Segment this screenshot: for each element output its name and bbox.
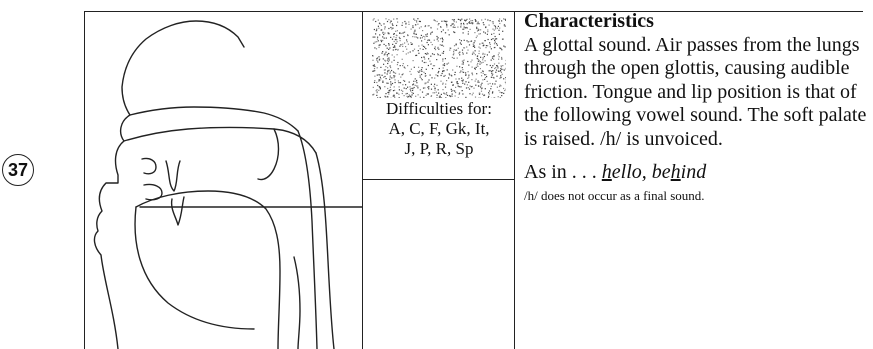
soft-palate — [258, 129, 279, 180]
palate-outline — [124, 128, 316, 154]
jaw-line — [135, 207, 254, 329]
example-words-part-2: ello, be — [612, 161, 671, 183]
final-sound-note: /h/ does not occur as a final sound. — [524, 188, 869, 204]
tongue-outline — [136, 191, 280, 349]
difficulties-languages-1: A, C, F, Gk, It, — [365, 119, 513, 139]
middle-panel: Difficulties for: A, C, F, Gk, It, J, P,… — [363, 11, 515, 349]
diagram-panel — [84, 11, 363, 349]
example-words: hello, behind — [602, 161, 706, 183]
example-underlined-h-1: h — [602, 161, 612, 183]
pharynx-inner — [298, 131, 317, 349]
difficulties-cell: Difficulties for: A, C, F, Gk, It, J, P,… — [363, 11, 514, 180]
upper-teeth — [166, 161, 180, 191]
difficulties-label: Difficulties for: — [365, 99, 513, 119]
pharynx-wall — [316, 153, 334, 349]
characteristics-heading: Characteristics — [524, 10, 869, 34]
entry-number: 37 — [8, 160, 28, 181]
head-outline — [94, 21, 244, 349]
lower-teeth — [172, 197, 184, 225]
example-line: As in . . . hello, behind — [524, 161, 869, 185]
entry-number-badge: 37 — [2, 154, 34, 186]
lower-lip — [144, 184, 162, 199]
vocal-tract-diagram — [84, 11, 363, 349]
example-underlined-h-2: h — [671, 161, 681, 183]
characteristics-description: A glottal sound. Air passes from the lun… — [524, 34, 869, 152]
difficulties-languages-2: J, P, R, Sp — [365, 139, 513, 159]
characteristics-panel: Characteristics A glottal sound. Air pas… — [524, 10, 869, 204]
upper-lip — [142, 158, 156, 173]
spectrogram-image — [372, 18, 506, 98]
example-prefix: As in . . . — [524, 161, 597, 183]
larynx — [294, 257, 300, 349]
example-words-part-4: ind — [681, 161, 707, 183]
difficulties-text: Difficulties for: A, C, F, Gk, It, J, P,… — [365, 99, 513, 159]
